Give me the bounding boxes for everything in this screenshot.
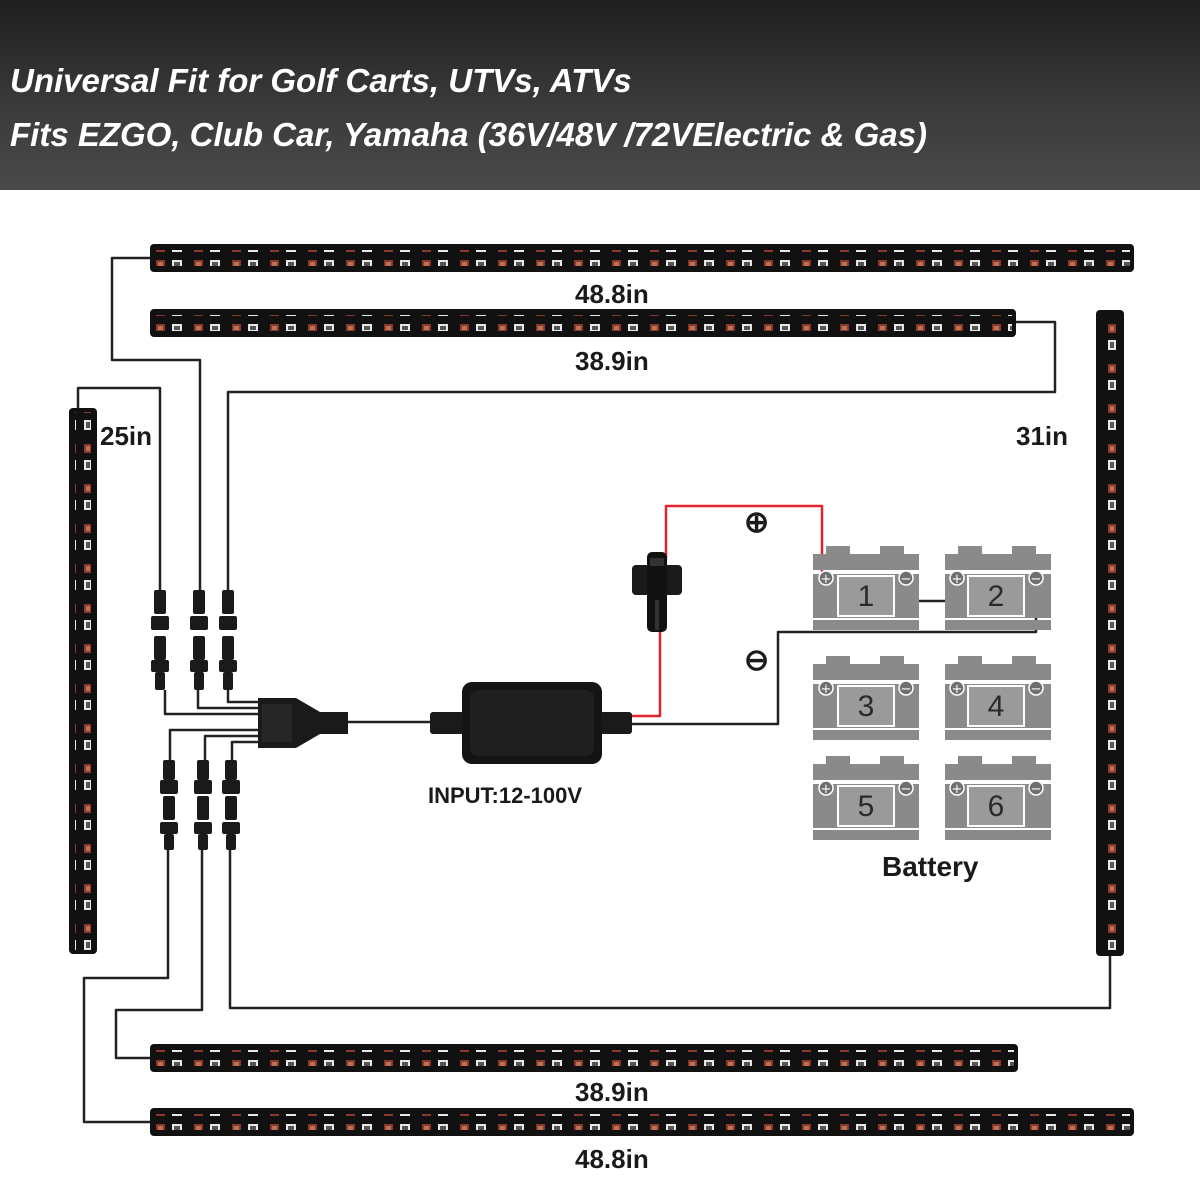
battery-4-minus: −: [1031, 682, 1042, 697]
connectors-lower: [160, 760, 240, 850]
led-strip-right-31: [1096, 310, 1124, 956]
strip-label-bottom-48: 48.8in: [575, 1144, 649, 1174]
wire-hub-right-bot: [230, 740, 258, 760]
wire-hub-right-top: [226, 690, 258, 704]
battery-4: + − 4: [945, 656, 1051, 740]
positive-symbol: ⊕: [744, 506, 769, 539]
battery-3-minus: −: [901, 682, 912, 697]
battery-1: + − 1: [813, 546, 919, 630]
positive-wire: [632, 504, 824, 718]
battery-2-plus: +: [952, 572, 963, 587]
wire-left-25: [76, 386, 162, 590]
splitter-hub: [258, 698, 348, 748]
battery-bank: + − 1 + − 2 + −: [813, 546, 1051, 840]
battery-6: + − 6: [945, 756, 1051, 840]
battery-1-plus: +: [821, 572, 832, 587]
battery-3-plus: +: [821, 682, 832, 697]
wire-top-38: [226, 320, 1057, 590]
wire-hub-mid-bot: [203, 734, 258, 760]
wire-top-48: [110, 256, 202, 590]
led-strip-top-38: [150, 309, 1016, 337]
battery-6-minus: −: [1031, 782, 1042, 797]
battery-4-number: 4: [988, 690, 1005, 723]
strip-label-top-38: 38.9in: [575, 346, 649, 376]
battery-5-minus: −: [901, 782, 912, 797]
battery-3-number: 3: [858, 690, 875, 723]
wire-hub-left-bot: [168, 728, 258, 760]
wire-bottom-48: [82, 850, 170, 1124]
led-strip-bottom-48: [150, 1108, 1134, 1136]
battery-1-minus: −: [901, 572, 912, 587]
battery-1-number: 1: [858, 580, 875, 613]
battery-6-number: 6: [988, 790, 1005, 823]
wire-hub-left-top: [163, 690, 258, 716]
led-strip-bottom-38: [150, 1044, 1018, 1072]
battery-2: + − 2: [945, 546, 1051, 630]
header-banner: Universal Fit for Golf Carts, UTVs, ATVs…: [0, 0, 1200, 190]
strip-label-left-25: 25in: [100, 421, 152, 451]
strip-label-right-31: 31in: [1016, 421, 1068, 451]
wire-right-31: [228, 850, 1112, 1010]
led-strip-top-48: [150, 244, 1134, 272]
battery-4-plus: +: [952, 682, 963, 697]
led-strip-left-25: [69, 408, 97, 954]
battery-3: + − 3: [813, 656, 919, 740]
connectors-upper: [151, 590, 237, 690]
battery-5-number: 5: [858, 790, 875, 823]
strip-label-bottom-38: 38.9in: [575, 1077, 649, 1107]
strip-label-top-48: 48.8in: [575, 279, 649, 309]
input-label: INPUT:12-100V: [428, 783, 582, 808]
battery-6-plus: +: [952, 782, 963, 797]
wire-bottom-38: [114, 850, 204, 1060]
battery-5: + − 5: [813, 756, 919, 840]
wiring-diagram: INPUT:12-100V ⊕ ⊖ 48.8in 38.9in 25in 31i…: [69, 244, 1134, 1174]
wire-hub-mid-top: [196, 690, 258, 710]
controller-box: [430, 682, 632, 764]
battery-2-number: 2: [988, 580, 1005, 613]
battery-5-plus: +: [821, 782, 832, 797]
fuse-holder: [632, 552, 682, 632]
header-line-1: Universal Fit for Golf Carts, UTVs, ATVs: [10, 62, 632, 99]
battery-2-minus: −: [1031, 572, 1042, 587]
negative-symbol: ⊖: [744, 644, 769, 677]
battery-label: Battery: [882, 851, 979, 882]
header-line-2: Fits EZGO, Club Car, Yamaha (36V/48V /72…: [10, 116, 928, 153]
